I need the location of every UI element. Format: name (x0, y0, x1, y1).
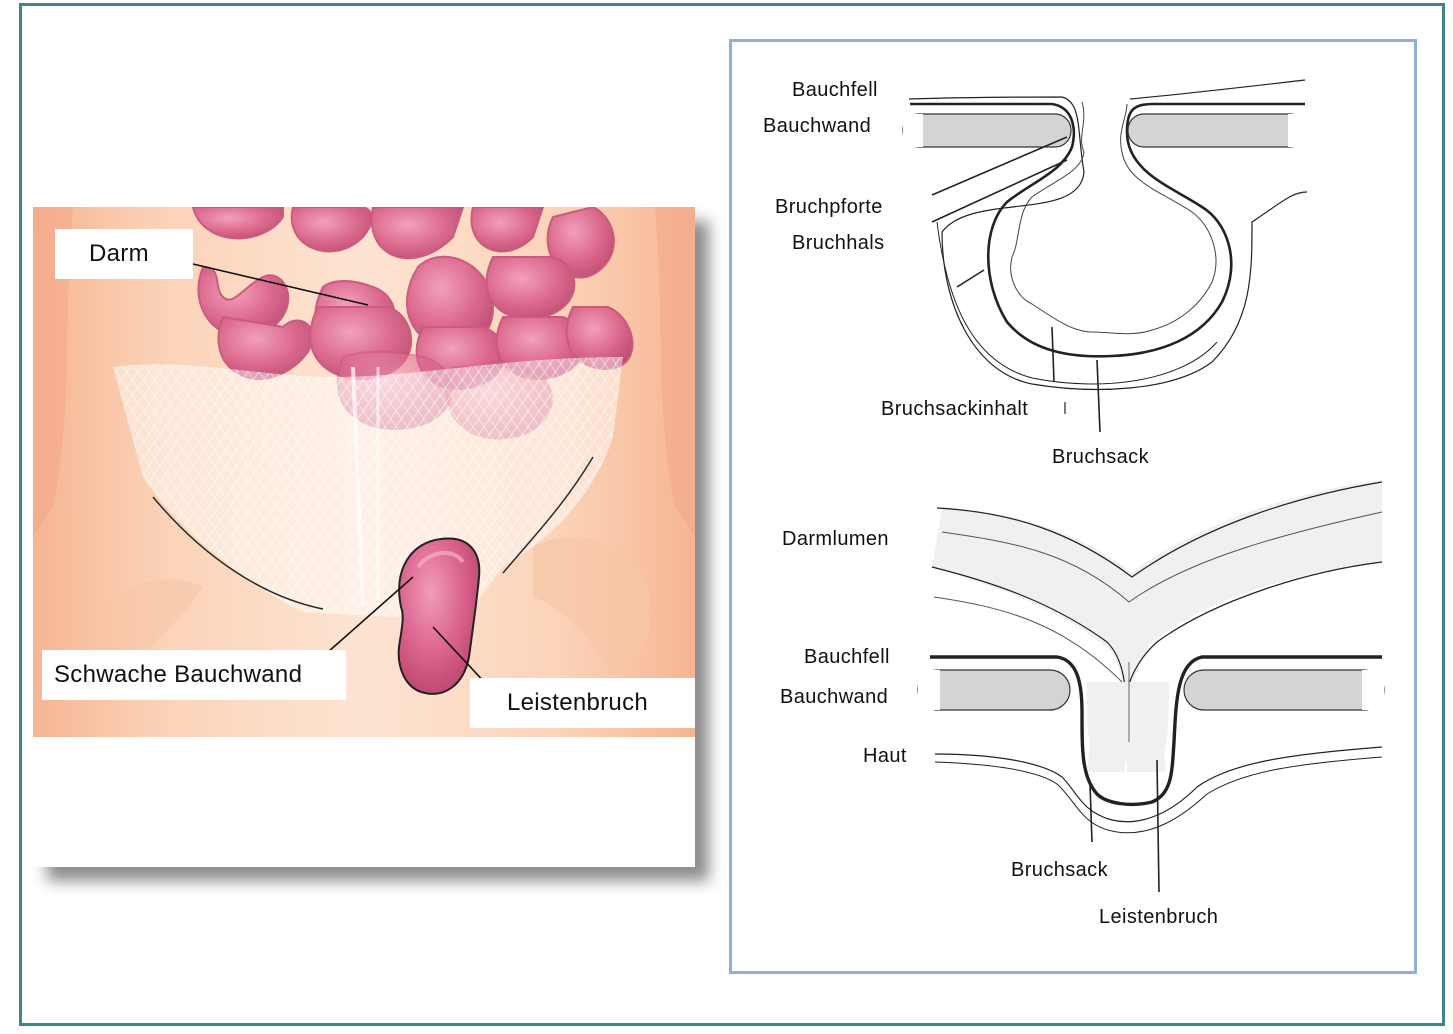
label-bruchsackinhalt: Bruchsackinhalt (881, 398, 1029, 420)
label-darm: Darm (55, 229, 193, 279)
anatomical-illustration: Darm Schwache Bauchwand Leistenbruch (33, 207, 695, 867)
label-bauchfell-top: Bauchfell (792, 79, 878, 101)
bottom-hernia-schematic (917, 480, 1385, 893)
label-haut: Haut (863, 745, 907, 767)
label-leistenbruch-bottom: Leistenbruch (1099, 906, 1219, 928)
schematic-diagram-panel: Bauchfell Bauchwand Bruchpforte Bruchhal… (729, 39, 1417, 974)
schematic-artwork (902, 79, 1385, 893)
label-bruchsack-top: Bruchsack (1052, 446, 1149, 468)
top-hernia-schematic (902, 79, 1308, 433)
outer-frame (19, 3, 1445, 1026)
label-bruchhals: Bruchhals (792, 232, 885, 254)
label-bruchpforte: Bruchpforte (775, 196, 883, 218)
label-leistenbruch: Leistenbruch (470, 678, 695, 728)
label-bruchsack-bottom: Bruchsack (1011, 859, 1108, 881)
label-bauchfell-bottom: Bauchfell (804, 646, 890, 668)
label-schwache-bauchwand: Schwache Bauchwand (42, 650, 346, 700)
label-bauchwand-bottom: Bauchwand (780, 686, 889, 708)
label-bauchwand-top: Bauchwand (763, 115, 872, 137)
label-darmlumen: Darmlumen (782, 528, 889, 550)
illustration-artwork (33, 207, 695, 867)
